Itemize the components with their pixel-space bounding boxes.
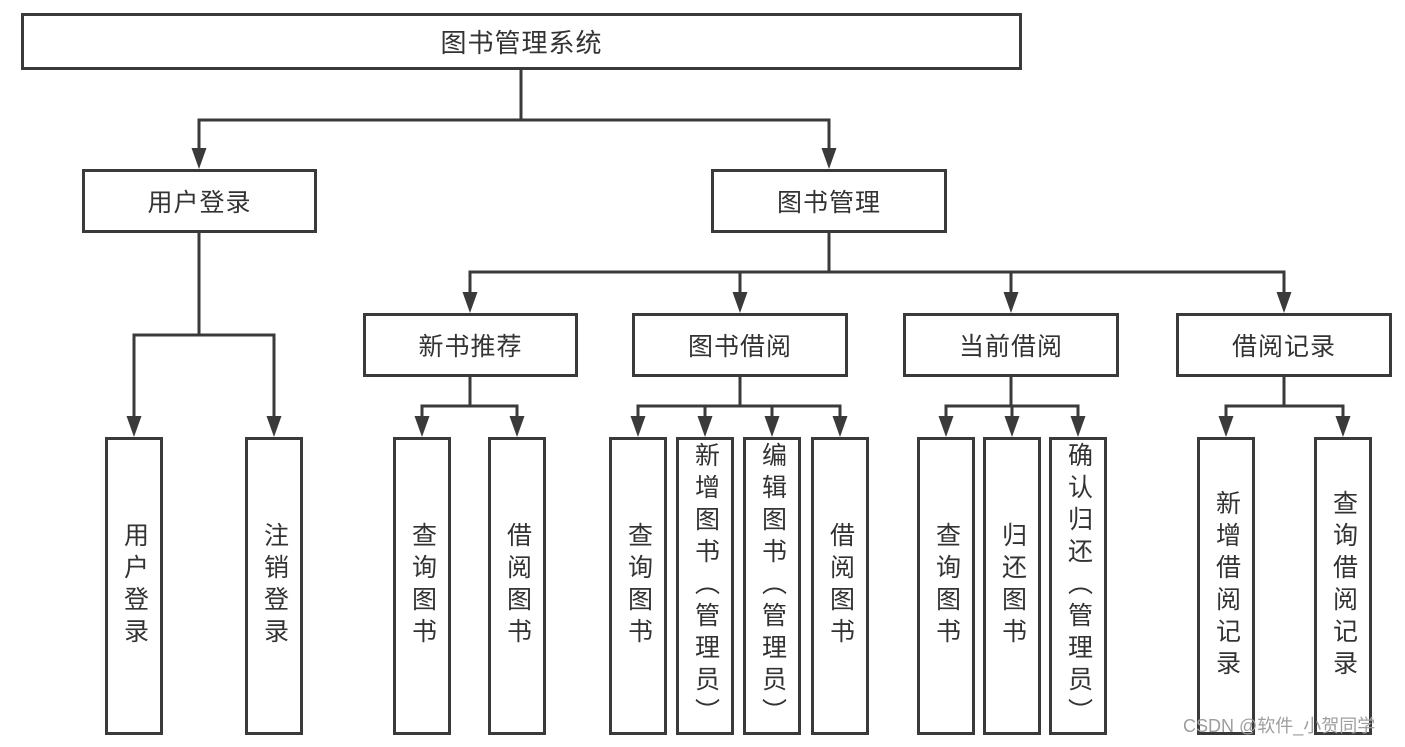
leaf-borrow-query-books-label: 查询图书 [624, 522, 653, 650]
leaf-user-login: 用户登录 [105, 437, 163, 735]
node-book-borrowing: 图书借阅 [632, 313, 848, 377]
node-new-book-recommend: 新书推荐 [363, 313, 578, 377]
leaf-logout: 注销登录 [245, 437, 303, 735]
leaf-borrow-borrow-books: 借阅图书 [811, 437, 869, 735]
node-book-management: 图书管理 [711, 169, 947, 233]
node-new-book-recommend-label: 新书推荐 [418, 333, 523, 361]
node-user-login: 用户登录 [82, 169, 317, 233]
leaf-borrow-borrow-books-label: 借阅图书 [826, 522, 855, 650]
leaf-records-query-record: 查询借阅记录 [1314, 437, 1372, 735]
leaf-borrow-add-books-admin: 新增图书（管理员） [676, 437, 734, 735]
leaf-recommend-query-books-label: 查询图书 [408, 522, 437, 650]
arrowheads [126, 148, 1351, 437]
leaf-recommend-borrow-books-label: 借阅图书 [503, 522, 532, 650]
leaf-records-query-record-label: 查询借阅记录 [1329, 490, 1358, 682]
leaf-borrow-query-books: 查询图书 [609, 437, 667, 735]
leaf-recommend-query-books: 查询图书 [393, 437, 451, 735]
leaf-current-confirm-return-admin-label: 确认归还（管理员） [1064, 442, 1093, 730]
node-borrowing-records-label: 借阅记录 [1231, 333, 1336, 361]
leaf-user-login-label: 用户登录 [120, 522, 149, 650]
node-current-borrowing-label: 当前借阅 [958, 333, 1063, 361]
tree-edges [132, 69, 1345, 421]
leaf-current-return-books-label: 归还图书 [998, 522, 1027, 650]
leaf-records-add-record: 新增借阅记录 [1197, 437, 1255, 735]
leaf-borrow-edit-books-admin: 编辑图书（管理员） [743, 437, 801, 735]
node-user-login-label: 用户登录 [147, 189, 252, 217]
leaf-recommend-borrow-books: 借阅图书 [488, 437, 546, 735]
leaf-logout-label: 注销登录 [260, 522, 289, 650]
node-book-management-label: 图书管理 [776, 189, 881, 217]
leaf-current-confirm-return-admin: 确认归还（管理员） [1049, 437, 1107, 735]
leaf-current-query-books: 查询图书 [917, 437, 975, 735]
node-root-label: 图书管理系统 [440, 28, 603, 58]
node-book-borrowing-label: 图书借阅 [687, 333, 792, 361]
node-current-borrowing: 当前借阅 [903, 313, 1119, 377]
node-borrowing-records: 借阅记录 [1176, 313, 1392, 377]
leaf-current-return-books: 归还图书 [983, 437, 1041, 735]
leaf-borrow-add-books-admin-label: 新增图书（管理员） [691, 442, 720, 730]
leaf-borrow-edit-books-admin-label: 编辑图书（管理员） [758, 442, 787, 730]
leaf-records-add-record-label: 新增借阅记录 [1212, 490, 1241, 682]
node-root: 图书管理系统 [21, 13, 1022, 70]
csdn-watermark: CSDN @软件_小贺同学 [1183, 716, 1376, 736]
leaf-current-query-books-label: 查询图书 [932, 522, 961, 650]
